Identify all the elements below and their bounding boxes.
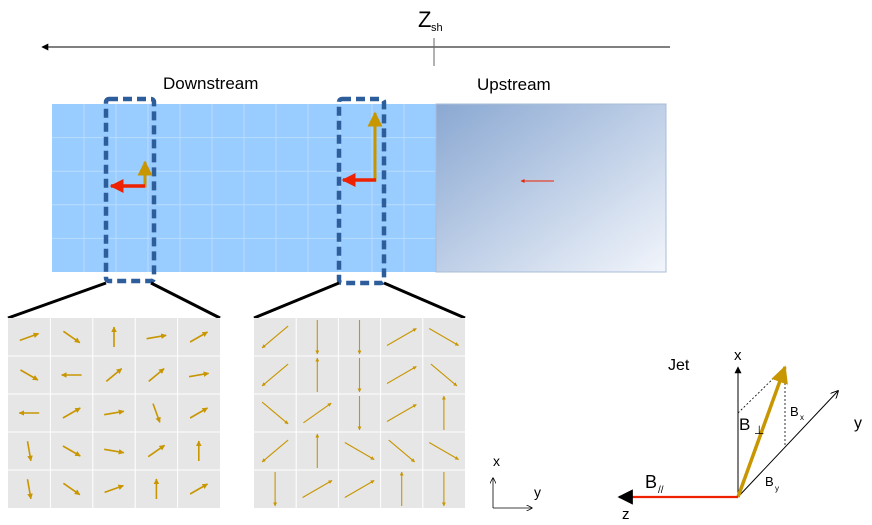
- small-axis-y-label: y: [534, 484, 541, 500]
- jet-axis-y-arrow: [737, 391, 838, 498]
- field-vector-arrow: [104, 448, 125, 455]
- field-vector-arrow: [104, 409, 125, 416]
- b-perp-arrow: [736, 365, 788, 498]
- by-subscript: y: [775, 484, 779, 493]
- field-vector-arrow: [344, 480, 375, 498]
- field-vector-arrow: [152, 403, 161, 423]
- field-vector-arrow: [261, 325, 289, 349]
- field-vector-arrow: [303, 402, 332, 424]
- bx-label: B: [790, 404, 799, 419]
- field-vector-arrow: [261, 401, 289, 425]
- z-sh-label: Z: [418, 7, 431, 32]
- jet-axis-z-label: z: [622, 506, 630, 523]
- field-vector-arrow: [62, 482, 81, 496]
- left-field-panel: [8, 318, 220, 508]
- right-zoom-line-a: [253, 281, 340, 320]
- field-vector-arrow: [105, 367, 123, 383]
- field-vector-arrow: [428, 442, 459, 460]
- field-vector-arrow: [344, 442, 375, 460]
- upstream-label: Upstream: [477, 75, 551, 94]
- upstream-region: [435, 103, 667, 273]
- bx-subscript: x: [800, 413, 804, 422]
- b-par-subscript: //: [658, 485, 664, 496]
- field-vector-arrow: [386, 366, 417, 384]
- right-zoom-line-b: [383, 281, 466, 320]
- field-vector-arrow: [189, 483, 208, 495]
- field-vector-arrow: [386, 404, 417, 422]
- field-vector-arrow: [189, 407, 208, 419]
- field-vector-arrow: [148, 367, 165, 383]
- field-vector-arrow: [20, 369, 39, 381]
- field-vector-arrow: [428, 328, 459, 346]
- field-vector-arrow: [26, 479, 33, 500]
- left-zoom-line-a: [7, 281, 107, 320]
- field-vector-arrow: [261, 439, 289, 463]
- jet-axis-x-label: x: [734, 347, 742, 364]
- jet-axis-y-label: y: [854, 415, 862, 432]
- bx-projection-line: [737, 366, 786, 414]
- field-vector-arrow: [62, 330, 81, 344]
- jet-label: Jet: [668, 357, 690, 374]
- field-vector-arrow: [146, 333, 167, 340]
- b-perp-subscript: ⊥: [754, 423, 764, 437]
- left-zoom-line-b: [150, 281, 221, 320]
- field-vector-arrow: [189, 331, 208, 343]
- b-par-label: B: [645, 472, 657, 492]
- field-vector-arrow: [62, 407, 81, 419]
- field-vector-arrow: [386, 328, 417, 346]
- field-vector-arrow: [62, 445, 81, 457]
- right-field-panel: [254, 318, 465, 508]
- field-vector-arrow: [188, 371, 210, 378]
- field-vector-arrow: [430, 363, 458, 387]
- field-vector-arrow: [19, 332, 40, 342]
- field-vector-arrow: [147, 444, 166, 458]
- by-label: B: [765, 474, 774, 489]
- downstream-grid: [52, 104, 436, 272]
- downstream-label: Downstream: [163, 74, 258, 93]
- left-selection-box: [103, 96, 157, 284]
- field-vector-arrow: [302, 480, 333, 498]
- field-vector-arrow: [104, 484, 124, 494]
- small-axis-x-label: x: [493, 453, 500, 469]
- field-vector-arrow: [261, 363, 289, 387]
- b-perp-label: B: [739, 415, 750, 434]
- field-vector-arrow: [388, 439, 416, 463]
- field-vector-arrow: [26, 441, 33, 462]
- z-sh-subscript: sh: [431, 22, 443, 34]
- right-selection-box: [336, 96, 387, 286]
